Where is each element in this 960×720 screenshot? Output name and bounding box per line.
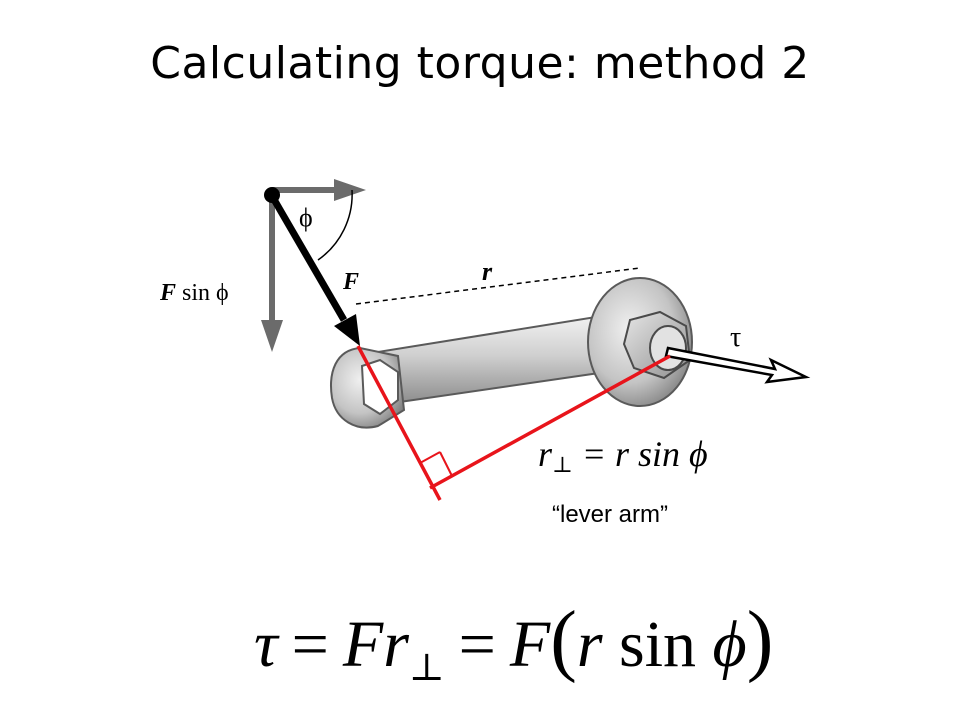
slide-title: Calculating torque: method 2 <box>150 38 810 89</box>
tau-label: τ <box>730 322 741 353</box>
pivot-dot <box>264 187 280 203</box>
phi-label: ϕ <box>299 203 313 232</box>
force-label: F <box>342 269 359 295</box>
force-component-label: F sin ϕ <box>159 280 229 306</box>
phi-angle-arc <box>317 189 353 261</box>
r-label: r <box>482 257 493 286</box>
lever-arm-construction <box>356 345 671 501</box>
force-component-arrow <box>261 196 283 352</box>
wrench-shaft <box>376 314 608 406</box>
torque-arrow <box>664 346 811 384</box>
horizontal-reference-arrow <box>272 179 366 201</box>
lever-arm-caption: “lever arm” <box>552 501 668 528</box>
position-vector-r-line <box>355 267 641 305</box>
torque-equation: τ=Fr⊥=F(r sin ϕ) <box>254 596 773 689</box>
lever-arm-equation: r⊥ = r sin ϕ <box>538 434 708 477</box>
force-arrow <box>268 194 360 346</box>
